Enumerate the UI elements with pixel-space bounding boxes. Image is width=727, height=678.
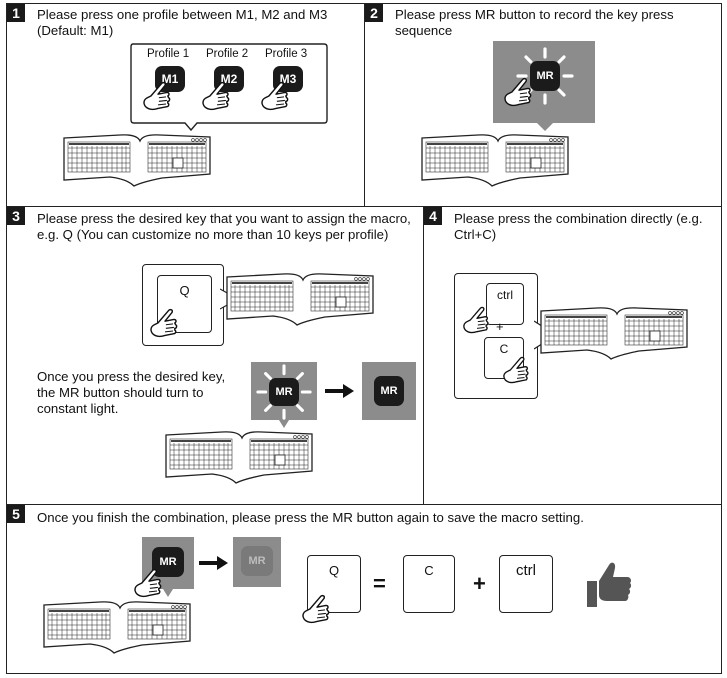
mr-button-constant: MR bbox=[374, 376, 404, 406]
keyboard-icon bbox=[62, 132, 212, 188]
step-2-panel: 2 Please press MR button to record the k… bbox=[364, 3, 722, 207]
mr-button[interactable]: MR bbox=[530, 61, 560, 91]
profile-3-label: Profile 3 bbox=[265, 48, 308, 60]
step-4-text: Please press the combination directly (e… bbox=[454, 211, 703, 242]
arrow-right-icon bbox=[325, 383, 355, 399]
keyboard-icon bbox=[225, 271, 375, 327]
mr-button-save[interactable]: MR bbox=[152, 547, 184, 577]
plus-label: + bbox=[496, 319, 504, 334]
step-3-panel: 3 Please press the desired key that you … bbox=[6, 206, 424, 505]
hand-pointer-icon bbox=[299, 593, 335, 625]
step-1-badge: 1 bbox=[7, 4, 25, 22]
keyboard-icon bbox=[42, 599, 192, 655]
hand-pointer-icon bbox=[501, 76, 537, 108]
step-4-badge: 4 bbox=[424, 207, 442, 225]
macro-ctrl-key: ctrl bbox=[499, 555, 553, 613]
step-3-badge: 3 bbox=[7, 207, 25, 225]
step-2-badge: 2 bbox=[365, 4, 383, 22]
hand-pointer-icon bbox=[131, 567, 167, 599]
keyboard-icon bbox=[420, 132, 570, 188]
thumbs-up-icon bbox=[587, 562, 632, 607]
step-3-subtext: Once you press the desired key, the MR b… bbox=[37, 369, 226, 416]
mr-button-blinking: MR bbox=[269, 378, 299, 406]
step-2-text: Please press MR button to record the key… bbox=[395, 7, 674, 38]
step-1-panel: 1 Please press one profile between M1, M… bbox=[6, 3, 365, 207]
hand-pointer-icon bbox=[199, 80, 235, 112]
macro-c-key: C bbox=[403, 555, 455, 613]
mr-button-off: MR bbox=[241, 546, 273, 576]
step-3-text: Please press the desired key that you wa… bbox=[37, 211, 411, 242]
profile-1-label: Profile 1 bbox=[147, 48, 190, 60]
hand-pointer-icon bbox=[500, 355, 534, 385]
profile-2-label: Profile 2 bbox=[206, 48, 249, 60]
hand-pointer-icon bbox=[140, 80, 176, 112]
step-5-text: Once you finish the combination, please … bbox=[37, 510, 584, 525]
macro-q-key: Q bbox=[307, 555, 361, 613]
step-1-text: Please press one profile between M1, M2 … bbox=[37, 7, 328, 38]
plus-sign: + bbox=[473, 571, 486, 596]
arrow-right-icon bbox=[199, 555, 229, 571]
step-5-panel: 5 Once you finish the combination, pleas… bbox=[6, 504, 722, 674]
keyboard-icon bbox=[164, 429, 314, 485]
ctrl-key[interactable]: ctrl bbox=[486, 283, 524, 325]
equals-sign: = bbox=[373, 571, 386, 596]
step-4-panel: 4 Please press the combination directly … bbox=[423, 206, 722, 505]
hand-pointer-icon bbox=[258, 80, 294, 112]
keyboard-icon bbox=[539, 305, 689, 361]
hand-pointer-icon bbox=[460, 305, 494, 335]
profile-m2-button[interactable]: M2 bbox=[214, 66, 244, 92]
step-5-badge: 5 bbox=[7, 505, 25, 523]
hand-pointer-icon bbox=[147, 307, 183, 339]
